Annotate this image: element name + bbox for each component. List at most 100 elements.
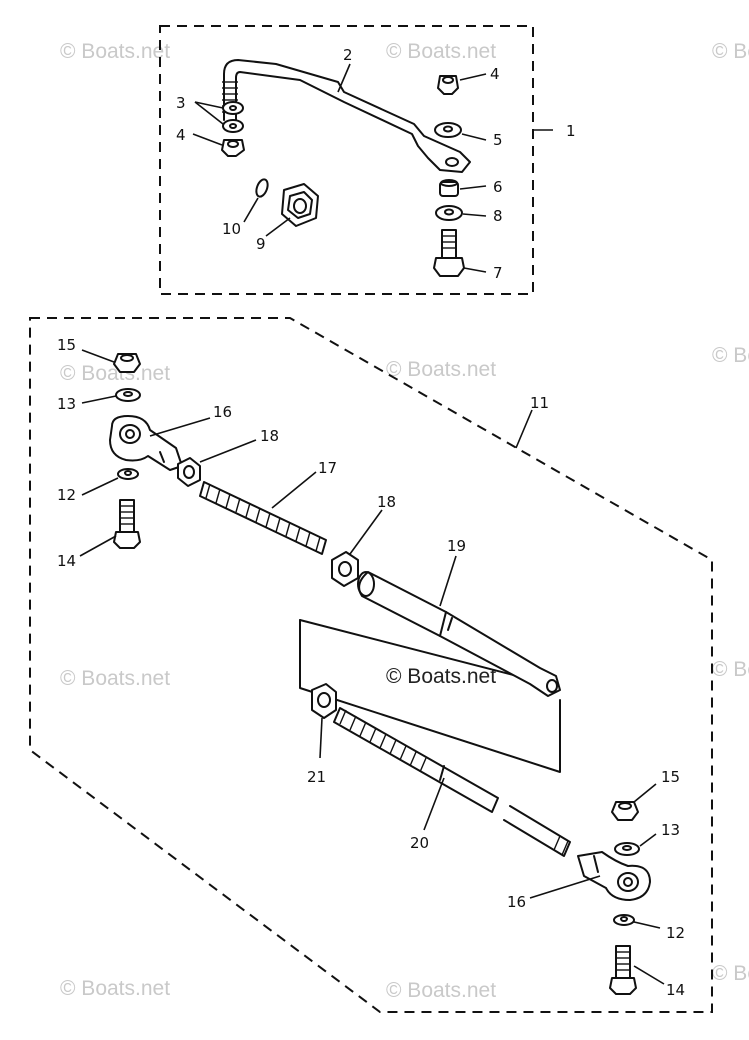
watermark: © Boats.net xyxy=(386,40,496,63)
leader-20 xyxy=(423,777,445,831)
watermarks: © Boats.net © Boats.net © Boats.net © Bo… xyxy=(60,40,749,1002)
callout-17: 17 xyxy=(318,459,337,477)
leader-17 xyxy=(271,471,317,509)
washer-12-right xyxy=(613,914,635,926)
threaded-rod-17 xyxy=(199,481,327,555)
leader-10 xyxy=(243,197,259,223)
leader-13-left xyxy=(81,395,117,404)
joint-9 xyxy=(281,183,319,227)
leader-8 xyxy=(462,213,487,217)
callout-12-right: 12 xyxy=(666,924,685,942)
callout-20: 20 xyxy=(410,834,429,852)
nut-15-right xyxy=(611,801,639,821)
callout-6: 6 xyxy=(493,178,503,196)
nut-4-right xyxy=(437,75,459,95)
oring-10 xyxy=(255,178,269,198)
watermark: © Boats.net xyxy=(60,40,170,63)
washer-12-left xyxy=(117,468,139,480)
callout-13-right: 13 xyxy=(661,821,680,839)
callout-12-left: 12 xyxy=(57,486,76,504)
assembly-box-lower xyxy=(29,317,713,1013)
callout-15-left: 15 xyxy=(57,336,76,354)
callout-13-left: 13 xyxy=(57,395,76,413)
rod-end-16-right xyxy=(577,851,651,901)
callout-8: 8 xyxy=(493,207,503,225)
leader-9 xyxy=(265,217,291,237)
nut-4-left xyxy=(221,139,245,157)
rod-end-16-left xyxy=(109,415,183,471)
leader-6 xyxy=(459,185,487,190)
leader-4-left xyxy=(192,133,223,146)
nut-18-second xyxy=(331,551,359,587)
leader-18-first xyxy=(199,439,257,463)
watermark: © Boats.net xyxy=(712,40,749,63)
callout-1: 1 xyxy=(566,122,576,140)
leader-19 xyxy=(439,555,457,607)
washer-8 xyxy=(435,205,463,221)
watermark: © Boats.net xyxy=(60,977,170,1000)
sub-frame xyxy=(299,619,561,773)
callout-2: 2 xyxy=(343,46,353,64)
leader-16-right xyxy=(529,875,601,899)
washer-3-pair xyxy=(222,101,244,133)
leader-21 xyxy=(319,717,323,759)
callout-16-left: 16 xyxy=(213,403,232,421)
callout-14-right: 14 xyxy=(666,981,685,999)
watermark: © Boats.net xyxy=(712,658,749,681)
watermark: © Boats.net xyxy=(386,358,496,381)
watermark: © Boats.net xyxy=(60,362,170,385)
leader-15-left xyxy=(81,349,115,363)
watermark: © Boats.net xyxy=(712,962,749,985)
leader-3b xyxy=(194,101,224,125)
leader-14-left xyxy=(79,535,117,557)
upper-assembly-group: 1 2 3 4 xyxy=(159,25,576,295)
assembly-box-upper xyxy=(159,25,534,295)
callout-16-right: 16 xyxy=(507,893,526,911)
washer-5 xyxy=(434,122,462,138)
bolt-14-left xyxy=(113,499,141,549)
callout-19: 19 xyxy=(447,537,466,555)
collar-6 xyxy=(439,179,459,197)
callout-11: 11 xyxy=(530,394,549,412)
leader-14-right xyxy=(633,965,665,985)
nut-15-left xyxy=(113,353,141,373)
leader-4-right xyxy=(459,73,487,81)
nut-18-first xyxy=(177,457,201,487)
nut-21 xyxy=(311,683,337,719)
leader-7 xyxy=(463,267,487,273)
washer-13-right xyxy=(614,842,640,856)
leader-3a xyxy=(194,101,224,109)
callout-18-second: 18 xyxy=(377,493,396,511)
callout-21: 21 xyxy=(307,768,326,786)
leader-11 xyxy=(515,409,533,449)
leader-16-left xyxy=(149,417,211,437)
callout-18-first: 18 xyxy=(260,427,279,445)
leader-12-right xyxy=(633,921,661,929)
tube-19 xyxy=(357,571,561,697)
callout-15-right: 15 xyxy=(661,768,680,786)
lower-assembly-group: 11 15 13 16 12 xyxy=(29,317,713,1013)
callout-7: 7 xyxy=(493,264,503,282)
callout-3: 3 xyxy=(176,94,186,112)
threaded-rod-20 xyxy=(333,707,571,857)
leader-13-right xyxy=(639,833,657,847)
callout-9: 9 xyxy=(256,235,266,253)
watermark: © Boats.net xyxy=(386,979,496,1002)
leader-12-left xyxy=(81,477,119,496)
callout-10: 10 xyxy=(222,220,241,238)
washer-13-left xyxy=(115,388,141,402)
watermark: © Boats.net xyxy=(60,667,170,690)
bolt-14-right xyxy=(609,945,637,995)
callout-5: 5 xyxy=(493,131,503,149)
leader-2 xyxy=(337,63,351,93)
leader-18-second xyxy=(349,509,383,555)
watermark-center: © Boats.net xyxy=(386,665,496,688)
leader-15-right xyxy=(633,783,657,803)
drag-link-part xyxy=(222,59,471,173)
callout-4-left: 4 xyxy=(176,126,186,144)
callout-14-left: 14 xyxy=(57,552,76,570)
watermark: © Boats.net xyxy=(712,344,749,367)
leader-5 xyxy=(461,133,487,141)
bolt-7 xyxy=(433,229,465,277)
